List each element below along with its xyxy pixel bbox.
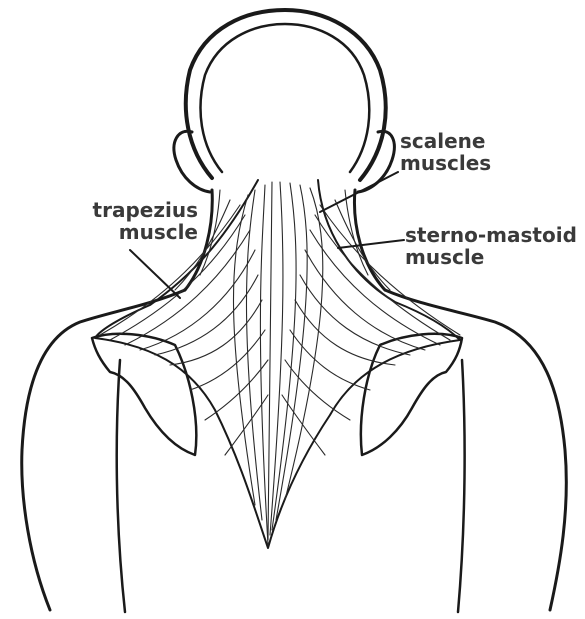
torso-left-side: [117, 360, 125, 612]
torso-right-side: [458, 360, 465, 612]
left-shoulder-outline: [22, 290, 185, 610]
trapezius-label: trapezius muscle: [48, 199, 198, 243]
head-inner-outline: [201, 24, 370, 172]
head-outline: [186, 10, 386, 180]
trapezius-leader-line: [130, 250, 180, 298]
sterno-mastoid-label: sterno-mastoid muscle: [405, 224, 577, 268]
left-scapula: [92, 334, 196, 455]
right-shoulder-outline: [385, 290, 566, 610]
scalene-label: scalene muscles: [400, 130, 491, 174]
scalene-leader-line: [320, 172, 398, 212]
trapezius-label-line2: muscle: [48, 221, 198, 243]
sterno-mastoid-label-line2: muscle: [405, 246, 577, 268]
sterno-mastoid-label-line1: sterno-mastoid: [405, 224, 577, 246]
scalene-label-line2: muscles: [400, 152, 491, 174]
trapezius-label-line1: trapezius: [48, 199, 198, 221]
scalene-label-line1: scalene: [400, 130, 491, 152]
right-scapula: [361, 334, 462, 455]
